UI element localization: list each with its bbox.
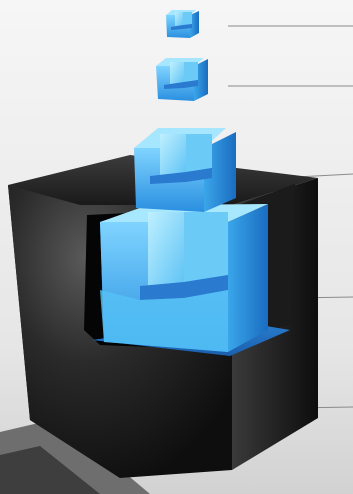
medium-blue-cube [134,128,236,212]
small-blue-cube-2 [156,58,208,101]
small-blue-cube-1 [166,10,199,38]
large-blue-cube [92,204,290,356]
